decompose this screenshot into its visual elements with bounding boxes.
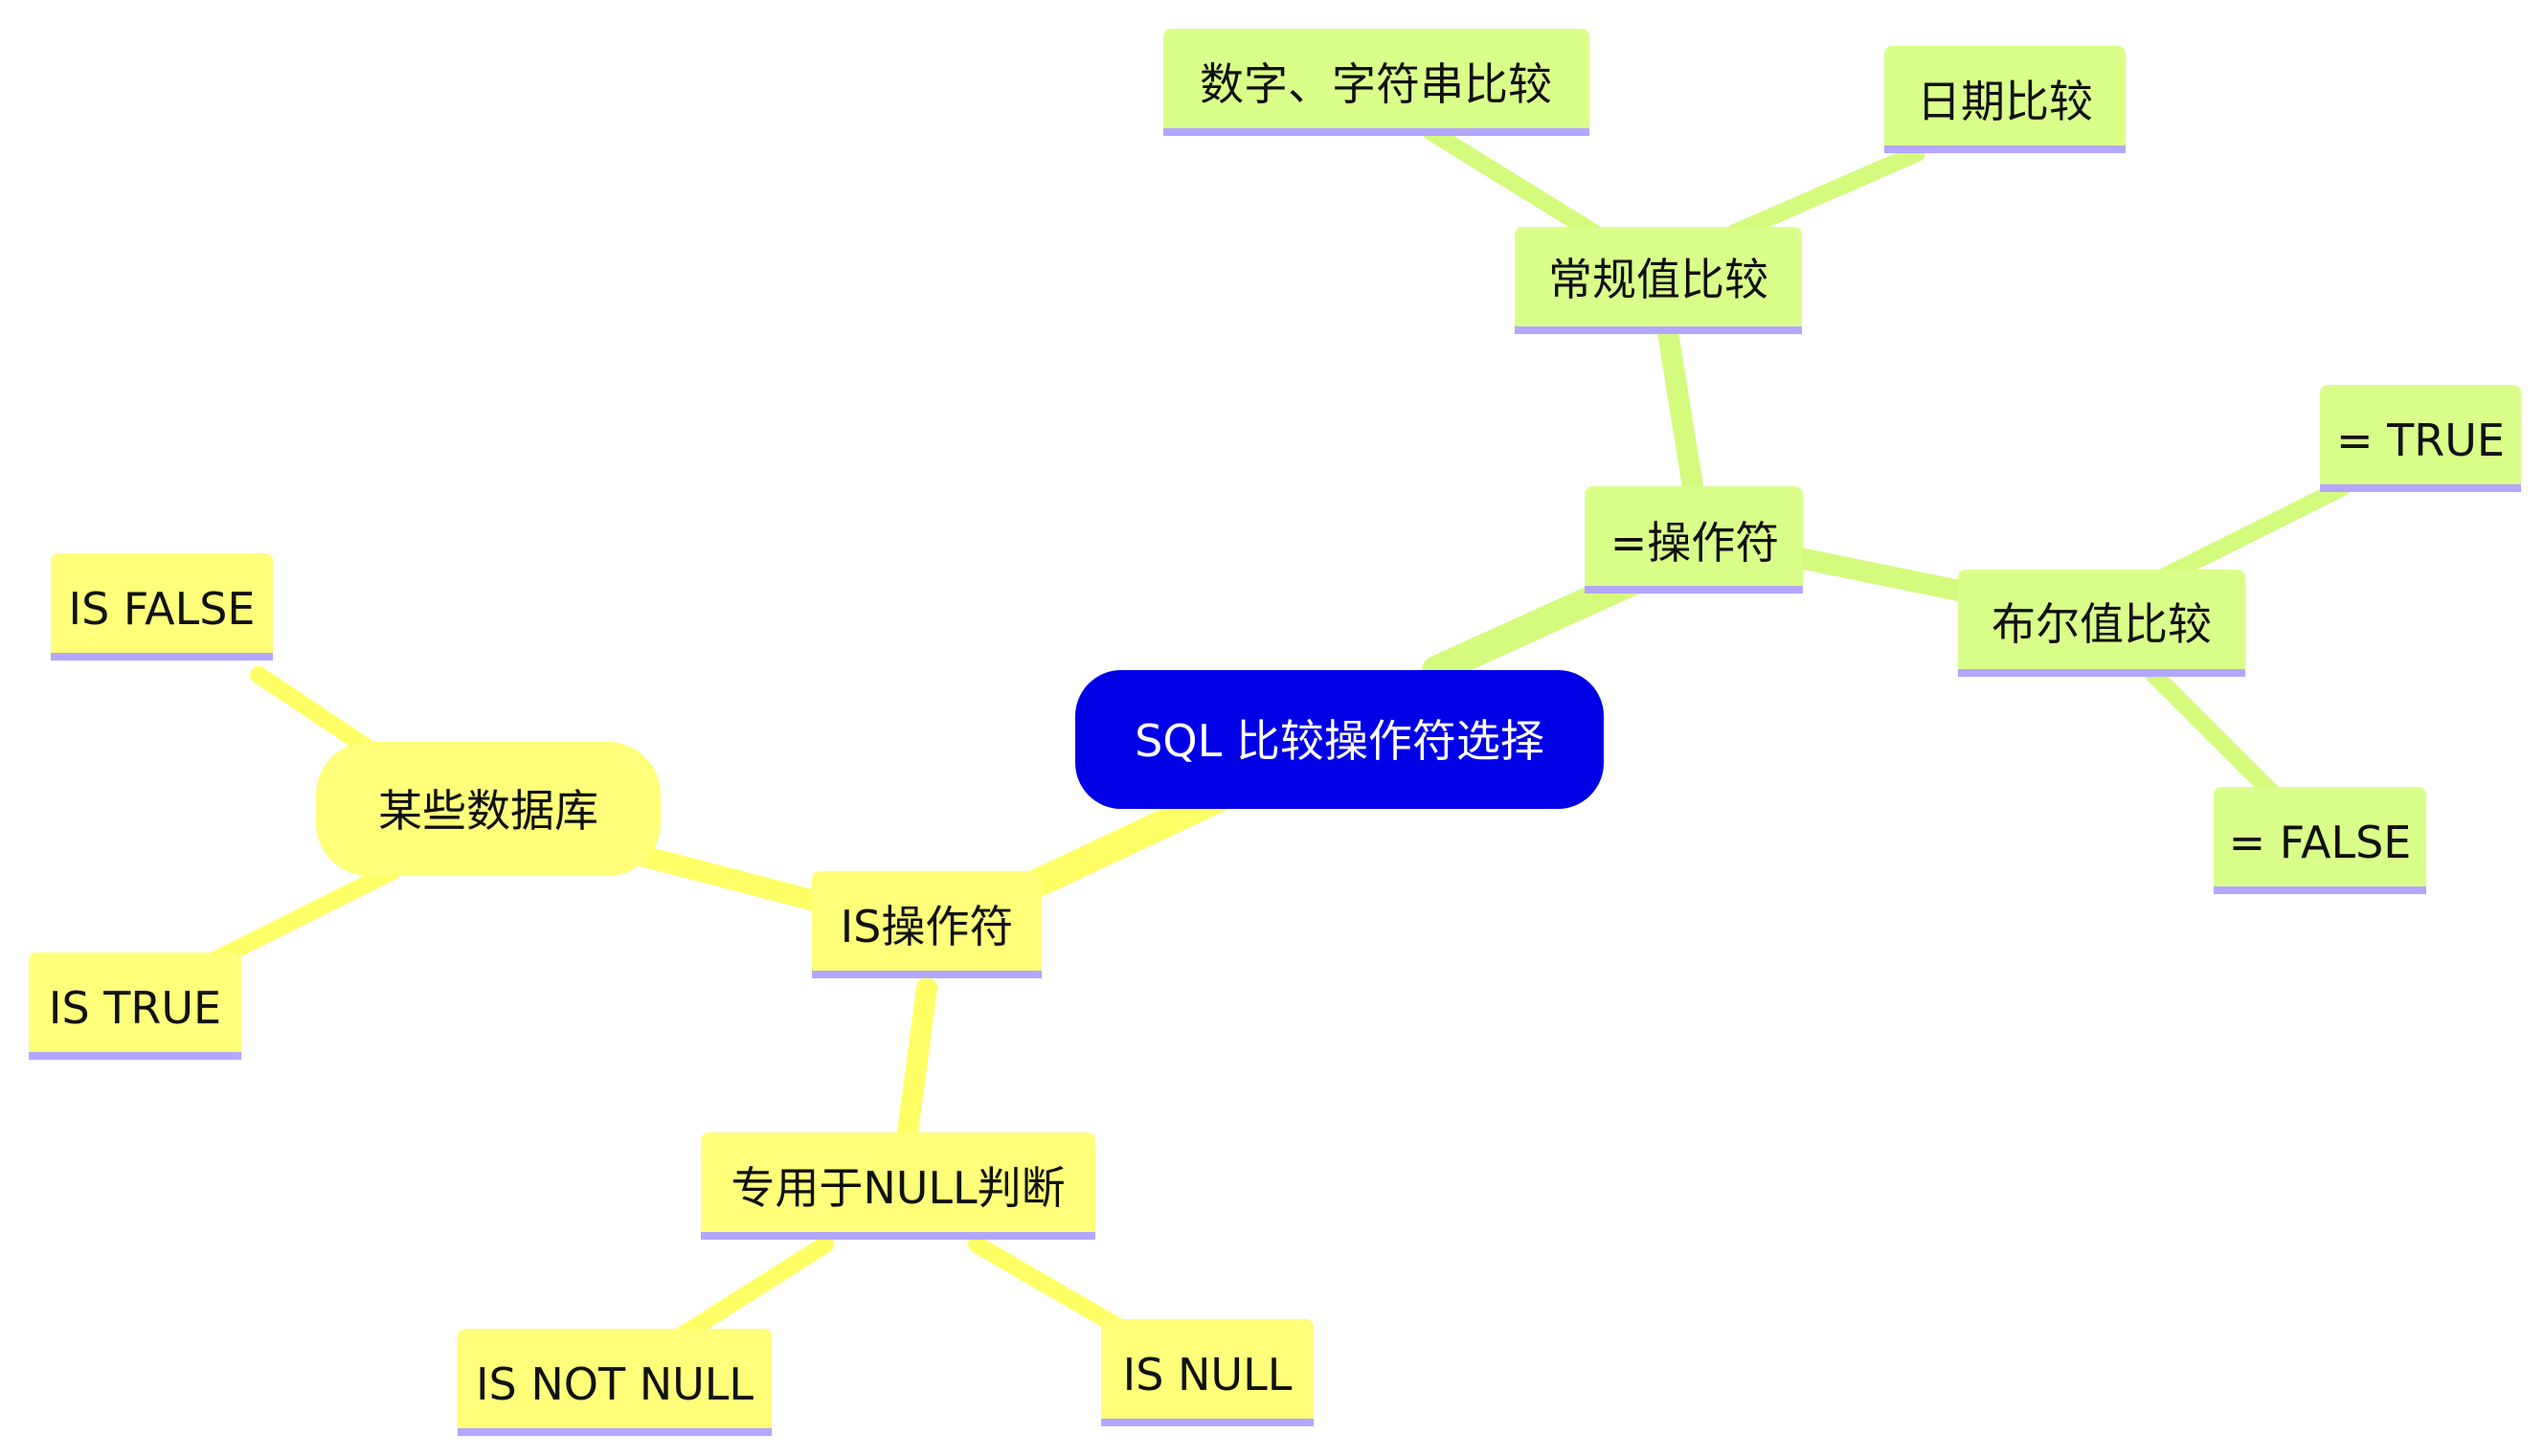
node-some-databases-label: 某些数据库 (378, 785, 598, 837)
node-some-databases[interactable]: 某些数据库 (316, 742, 661, 876)
node-is-false-label: IS FALSE (69, 583, 256, 635)
node-is-null[interactable]: IS NULL (1101, 1319, 1314, 1426)
node-null-check-label: 专用于NULL判断 (731, 1162, 1065, 1214)
node-is-false[interactable]: IS FALSE (51, 553, 273, 661)
nodes: SQL 比较操作符选择 =操作符 常规值比较 数字、字符串比较 日期比较 (29, 29, 2521, 1436)
node-is-operator[interactable]: IS操作符 (812, 871, 1042, 978)
node-eq-operator-label: =操作符 (1610, 517, 1780, 569)
node-eq-false[interactable]: = FALSE (2214, 787, 2426, 894)
node-number-string-comparison-label: 数字、字符串比较 (1200, 58, 1552, 110)
edge-eq-regular (1655, 310, 1708, 527)
node-is-null-label: IS NULL (1123, 1349, 1293, 1400)
node-boolean-comparison-label: 布尔值比较 (1992, 598, 2212, 650)
node-number-string-comparison[interactable]: 数字、字符串比较 (1163, 29, 1589, 136)
node-regular-value-comparison-label: 常规值比较 (1548, 254, 1768, 305)
node-regular-value-comparison[interactable]: 常规值比较 (1515, 227, 1802, 334)
node-eq-true[interactable]: = TRUE (2320, 385, 2521, 492)
edge-is-some-databases (617, 841, 851, 918)
edge-is-null-check (894, 977, 937, 1164)
edge-boolean-true (2150, 480, 2350, 588)
node-eq-operator[interactable]: =操作符 (1585, 486, 1803, 594)
edge-boolean-false (2146, 666, 2283, 803)
edge-null-is-null (968, 1236, 1134, 1339)
node-null-check[interactable]: 专用于NULL判断 (701, 1132, 1095, 1240)
edge-regular-date (1726, 145, 1925, 241)
node-is-true[interactable]: IS TRUE (29, 952, 241, 1060)
root-node-label: SQL 比较操作符选择 (1135, 715, 1544, 767)
root-node[interactable]: SQL 比较操作符选择 (1075, 670, 1604, 809)
node-is-not-null-label: IS NOT NULL (476, 1358, 754, 1410)
node-is-true-label: IS TRUE (49, 982, 221, 1034)
node-eq-true-label: = TRUE (2336, 414, 2505, 466)
node-eq-false-label: = FALSE (2229, 817, 2412, 868)
edge-some-db-is-true (202, 862, 401, 971)
edge-regular-number-string (1423, 123, 1606, 243)
node-date-comparison[interactable]: 日期比较 (1884, 46, 2126, 153)
node-is-operator-label: IS操作符 (841, 901, 1014, 952)
node-boolean-comparison[interactable]: 布尔值比较 (1958, 570, 2245, 677)
node-date-comparison-label: 日期比较 (1917, 76, 2093, 127)
node-is-not-null[interactable]: IS NOT NULL (458, 1329, 772, 1436)
edge-null-is-not-null (673, 1236, 834, 1344)
